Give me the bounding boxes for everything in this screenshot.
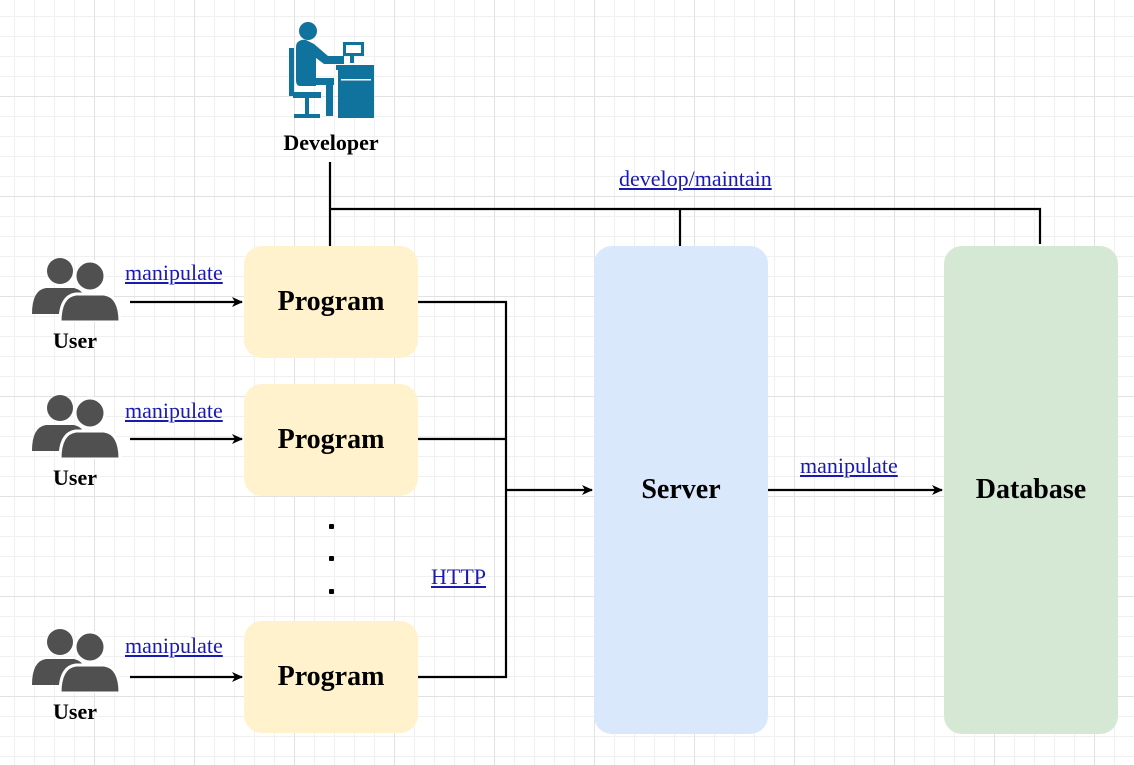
user-label: User <box>53 328 97 353</box>
user-group-icon <box>32 395 122 459</box>
database-node[interactable]: Database <box>944 246 1118 734</box>
server-database-manipulate-label[interactable]: manipulate <box>800 453 898 478</box>
database-label: Database <box>975 474 1087 505</box>
server-label: Server <box>641 474 721 505</box>
manipulate-label[interactable]: manipulate <box>125 260 223 285</box>
user-label: User <box>53 699 97 724</box>
http-label[interactable]: HTTP <box>431 564 486 589</box>
manipulate-label[interactable]: manipulate <box>125 633 223 658</box>
program-label: Program <box>277 661 385 692</box>
user-group-icon <box>32 258 122 322</box>
program-label: Program <box>277 424 385 455</box>
ellipsis-dot <box>329 524 334 529</box>
user-label: User <box>53 465 97 490</box>
developer-at-desk-icon <box>289 22 374 118</box>
program-label: Program <box>277 286 385 317</box>
develop-maintain-label[interactable]: develop/maintain <box>619 166 772 191</box>
manipulate-label[interactable]: manipulate <box>125 398 223 423</box>
ellipsis-dot <box>329 589 334 594</box>
program1-server-line <box>418 300 508 490</box>
ellipsis-dot <box>329 556 334 561</box>
user-group-icon <box>32 629 122 693</box>
developer-label: Developer <box>283 130 379 155</box>
program-node[interactable]: Program <box>244 621 418 733</box>
server-node[interactable]: Server <box>594 246 768 734</box>
program-node[interactable]: Program <box>244 246 418 358</box>
develop-maintain-line <box>330 207 1042 244</box>
program-node[interactable]: Program <box>244 384 418 496</box>
